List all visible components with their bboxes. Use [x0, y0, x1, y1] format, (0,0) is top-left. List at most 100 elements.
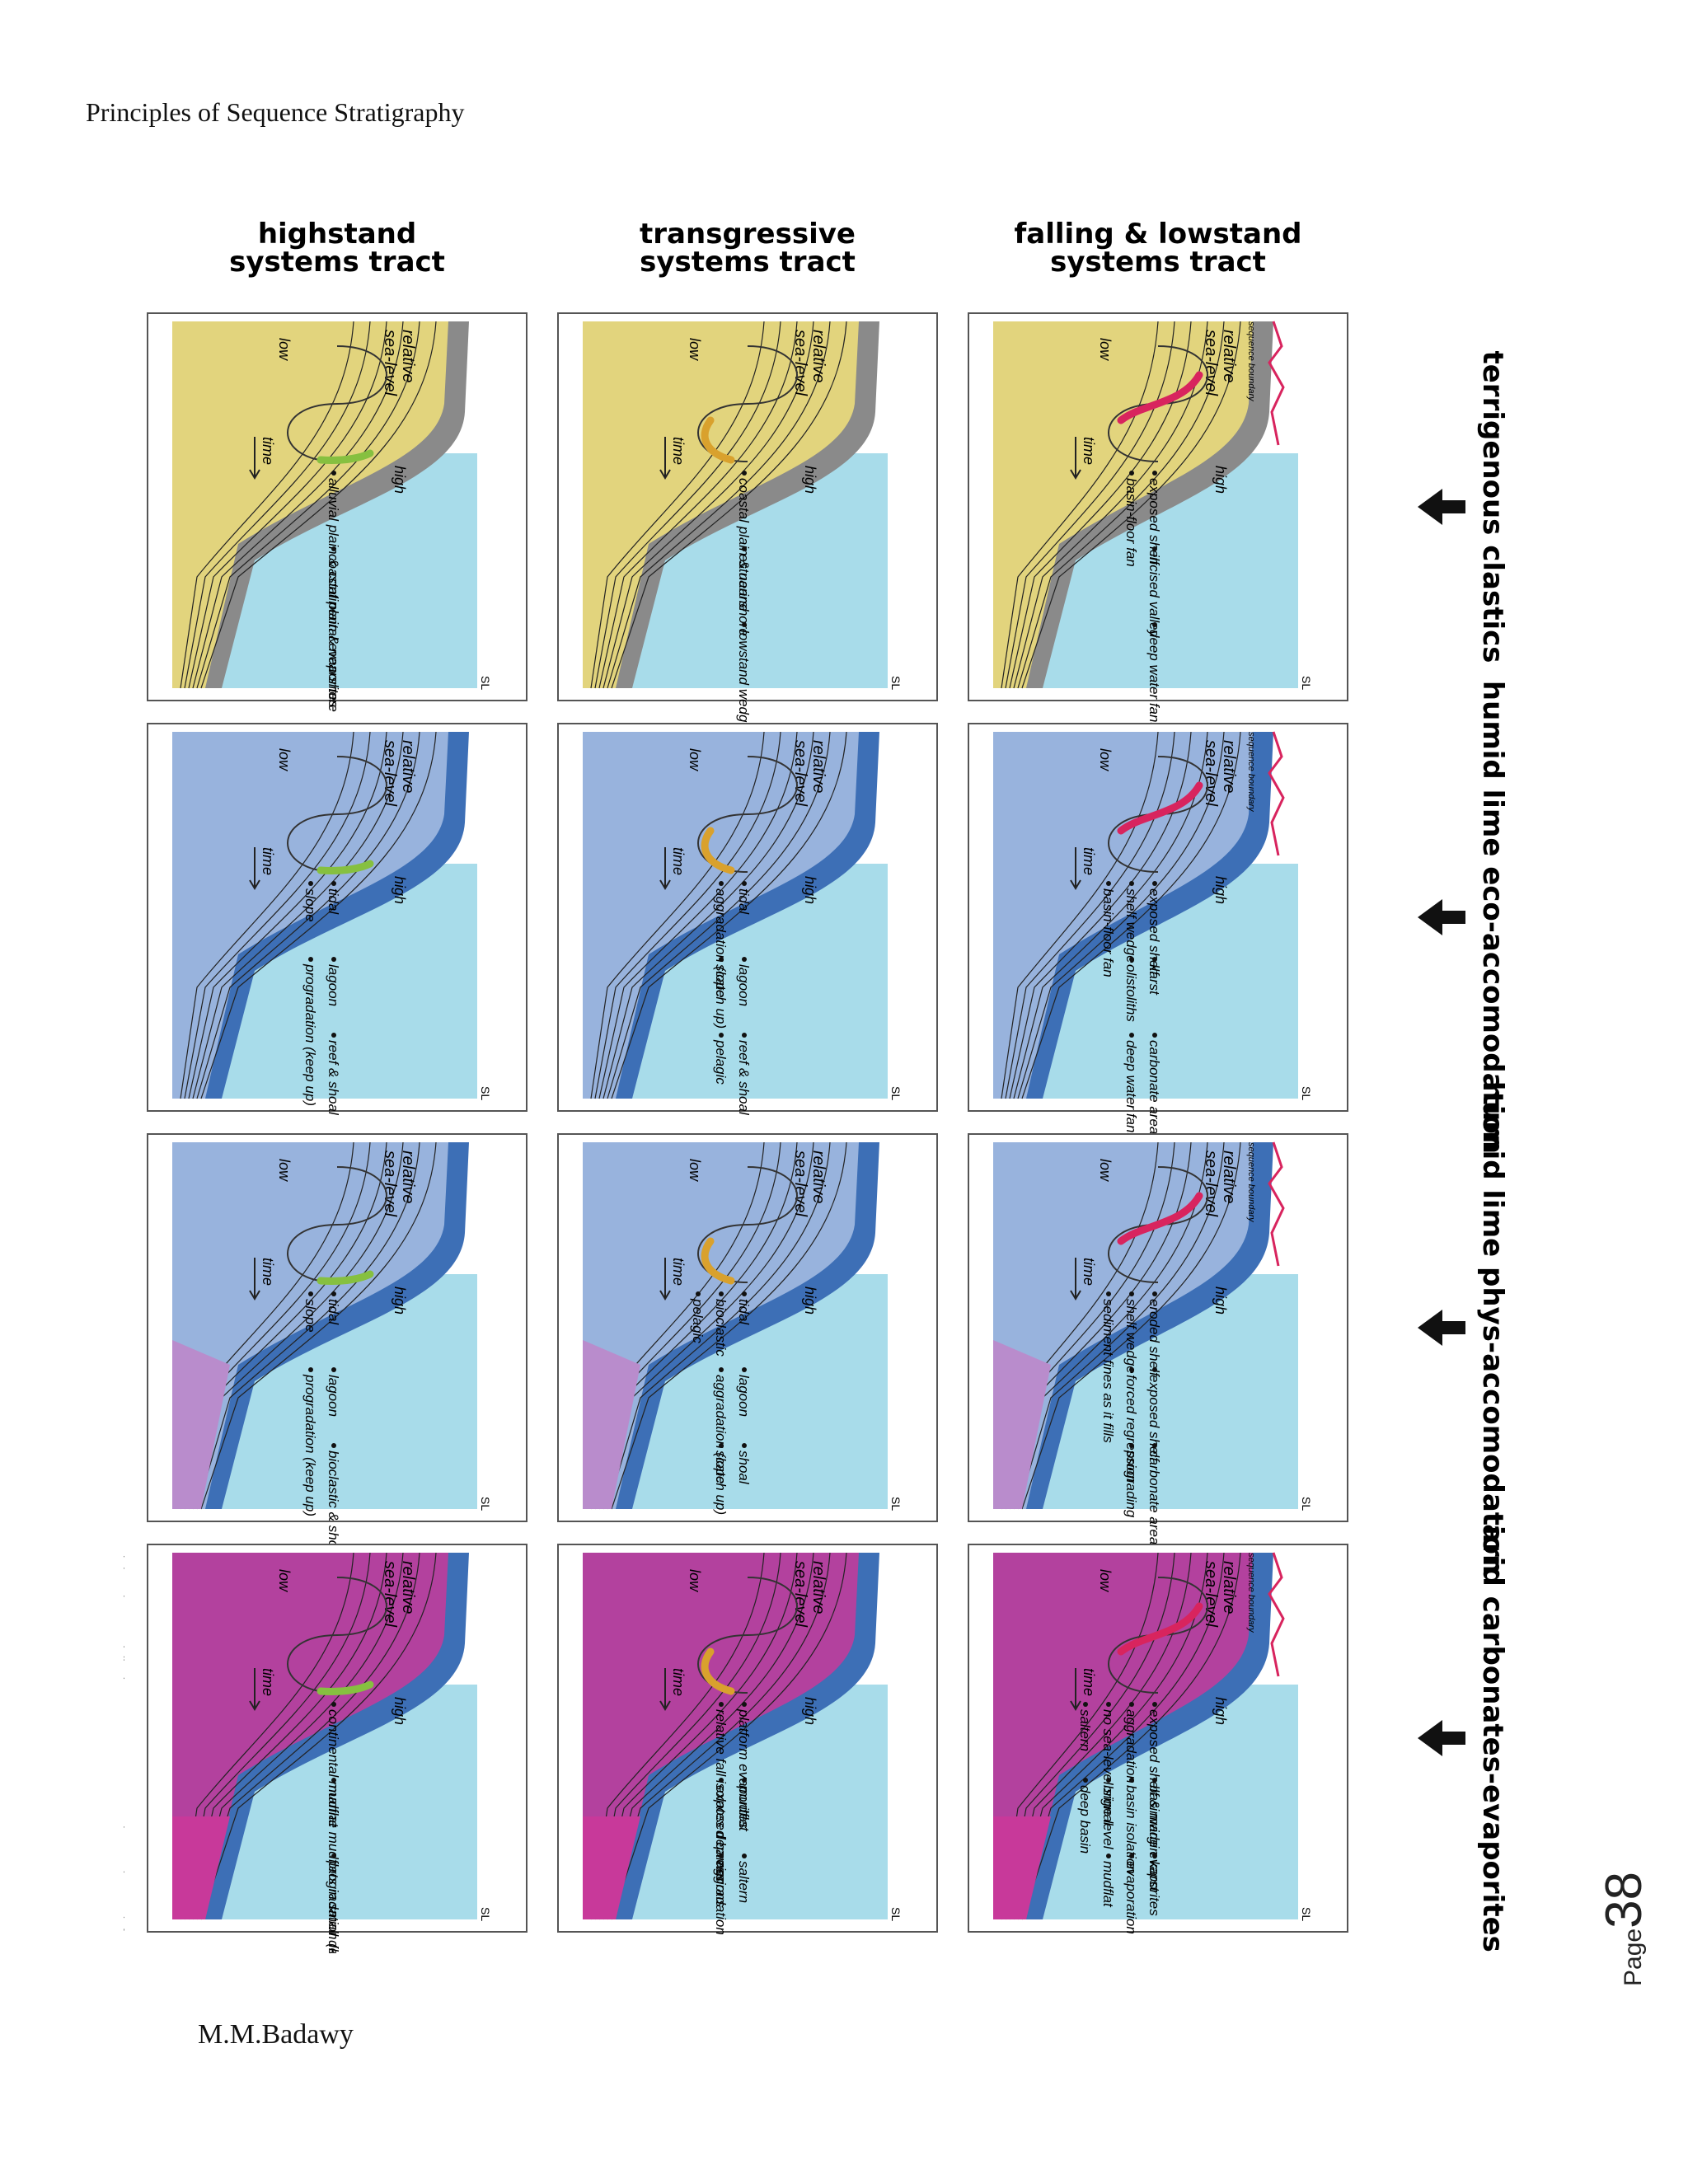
- panel-label: alluvial plain & continental evaporites: [326, 478, 341, 708]
- page-number: 38: [1596, 1871, 1653, 1929]
- label-pointer-dot: [331, 1367, 336, 1372]
- bedding-line: [1005, 1552, 1175, 1920]
- bedding-line: [1017, 321, 1225, 689]
- row-header-line: highstand: [258, 218, 416, 251]
- label-pointer-dot: [1152, 957, 1157, 962]
- row-header-line: falling & lowstand: [1015, 218, 1302, 251]
- inset-high-label: high: [1212, 466, 1229, 494]
- panel-label: lagoon: [736, 964, 752, 1006]
- bedding-line: [607, 1141, 831, 1510]
- sea-level-curve: [287, 345, 387, 462]
- column-arrow-icon: [1418, 899, 1465, 935]
- panel-label: relative fall isolates depressions: [713, 1709, 729, 1908]
- sediment-layer: [993, 1553, 1253, 1919]
- sea-level-curve: [697, 345, 798, 462]
- label-pointer-dot: [1106, 881, 1111, 886]
- inset-low-label: low: [276, 1569, 293, 1592]
- bedding-line: [1009, 1552, 1192, 1920]
- inset-time-label: time: [1081, 437, 1097, 465]
- panel-label: slope: [713, 964, 729, 998]
- bedding-line: [188, 1141, 387, 1510]
- label-pointer-dot: [1106, 1854, 1111, 1858]
- time-arrow-icon: [659, 437, 671, 480]
- panel-label: lagoon: [326, 1375, 341, 1417]
- bedding-line: [1021, 321, 1241, 689]
- page-word: Page: [1620, 1928, 1647, 1986]
- sea-level-curve: [697, 1166, 798, 1283]
- inset-relative-label: relative: [809, 1561, 828, 1614]
- figure-credit: Christopher Kendall, Thomas De Keyser & …: [124, 1544, 125, 1953]
- bedding-line: [611, 1552, 847, 1920]
- bedding-line: [180, 731, 354, 1099]
- bedding-line: [1017, 1552, 1225, 1920]
- highlighted-curve-segment: [701, 827, 735, 874]
- inset-relative-label: relative: [399, 1151, 417, 1203]
- panel-label: karst: [1146, 964, 1162, 996]
- bedding-line: [603, 321, 814, 689]
- panel-2-2: SLrelativesea-levelhighlowtimetidallagoo…: [147, 1133, 528, 1560]
- inset-relative-label: relative: [1220, 330, 1238, 382]
- bedding-line: [1001, 1552, 1159, 1920]
- time-arrow-icon: [659, 847, 671, 890]
- panel-label: slope: [713, 1451, 729, 1484]
- panel-label: shelf wedge: [1123, 1299, 1139, 1374]
- inset-time-label: time: [1081, 1668, 1097, 1696]
- panel-label: saltern: [1077, 1709, 1093, 1751]
- column-arrow-icon: [1418, 1720, 1465, 1756]
- label-pointer-dot: [719, 957, 724, 962]
- sea-level-label: SL: [889, 1497, 903, 1511]
- inset-time-label: time: [1081, 1258, 1097, 1286]
- sediment-layer: [583, 1553, 859, 1919]
- highlighted-curve-segment: [701, 1237, 735, 1285]
- sea-level-label: SL: [479, 1086, 492, 1100]
- sea-level-curve: [287, 1166, 387, 1283]
- bedding-line: [200, 1552, 437, 1920]
- label-pointer-dot: [1129, 881, 1134, 886]
- panel-label: tidal: [736, 1299, 752, 1325]
- inset-low-label: low: [1097, 1569, 1114, 1592]
- label-pointer-dot: [742, 957, 747, 962]
- panel-label: reef & shoal: [736, 1040, 752, 1116]
- evaporite-basin: [993, 1816, 1051, 1919]
- inset-high-label: high: [392, 466, 408, 494]
- row-header-line: systems tract: [1050, 246, 1266, 279]
- time-arrow-icon: [249, 437, 260, 480]
- inset-low-label: low: [276, 338, 293, 361]
- bedding-line: [200, 1141, 437, 1510]
- panel-label: marine mudflats in small depressions: [326, 1785, 341, 1953]
- label-pointer-dot: [1152, 1291, 1157, 1296]
- label-pointer-dot: [1152, 1033, 1157, 1038]
- bedding-line: [1005, 321, 1175, 689]
- label-pointer-dot: [331, 1854, 336, 1858]
- inset-time-label: time: [260, 847, 276, 875]
- inset-high-label: high: [802, 466, 818, 494]
- sea-level-label: SL: [889, 1086, 903, 1100]
- label-pointer-dot: [719, 1778, 724, 1783]
- panel-label: lagoon: [326, 964, 341, 1006]
- label-pointer-dot: [719, 1367, 724, 1372]
- column-header-0: terrigenous clastics: [1476, 350, 1509, 663]
- bedding-line: [1013, 1552, 1208, 1920]
- panel-label: deep water fans: [1123, 1040, 1139, 1140]
- sediment-layer: [172, 1553, 448, 1919]
- bedding-line: [590, 1552, 765, 1920]
- inset-low-label: low: [1097, 338, 1114, 361]
- sea-level-curve: [697, 1577, 798, 1694]
- label-pointer-dot: [742, 1367, 747, 1372]
- column-header-3: arid carbonates-evaporites: [1476, 1524, 1509, 1952]
- bedding-line: [200, 321, 437, 689]
- panel-label: exposed barrier: [713, 1785, 729, 1883]
- pelagic-fines: [993, 1340, 1051, 1509]
- inset-low-label: low: [276, 748, 293, 771]
- inset-relative-label: relative: [809, 330, 828, 382]
- bedding-line: [1009, 321, 1192, 689]
- label-pointer-dot: [308, 881, 313, 886]
- evaporite-basin: [172, 1816, 230, 1919]
- label-pointer-dot: [331, 1291, 336, 1296]
- sea-level-label: SL: [889, 1907, 903, 1921]
- time-arrow-icon: [249, 1668, 260, 1711]
- panel-label: brine level: [1100, 1785, 1116, 1850]
